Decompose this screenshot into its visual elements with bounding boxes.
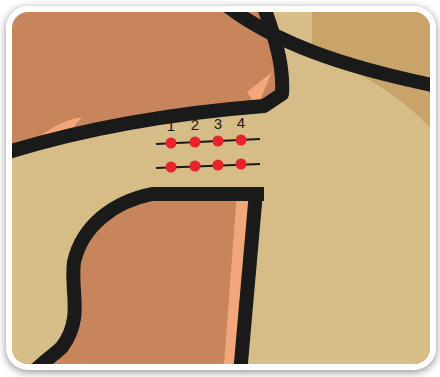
site-dots	[166, 135, 247, 173]
limb-body	[12, 12, 430, 364]
callout-number: 2	[191, 117, 199, 133]
callout-number: 4	[237, 115, 245, 131]
outline	[222, 12, 430, 87]
outline	[32, 194, 264, 364]
callout-number: 1	[167, 118, 175, 134]
outline	[240, 192, 256, 364]
limb-illustration	[12, 12, 430, 364]
callout-number: 3	[214, 116, 222, 132]
outline	[12, 12, 282, 154]
illustration-card: 1234	[6, 6, 436, 370]
